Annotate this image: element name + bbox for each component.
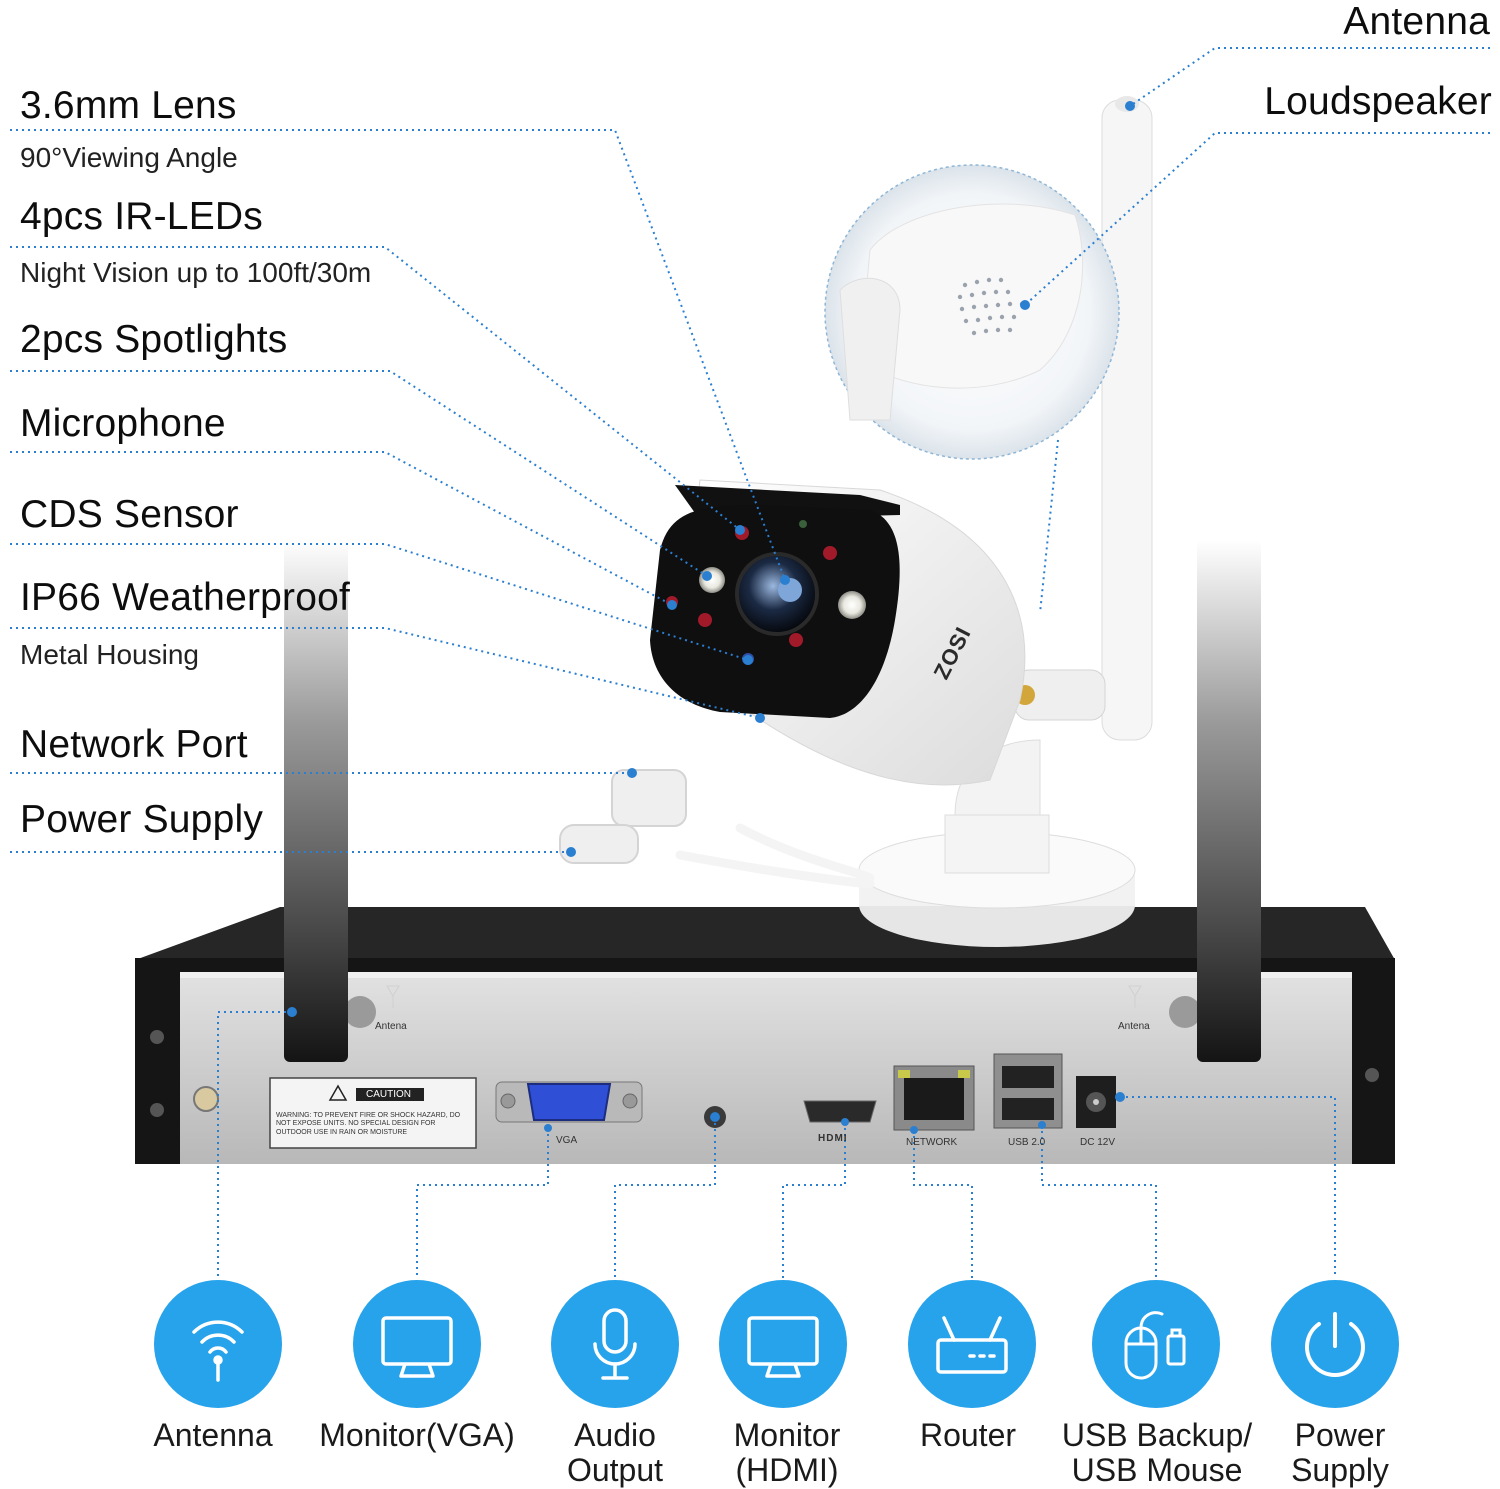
monitor-icon	[381, 1316, 453, 1378]
monitor-icon	[747, 1316, 819, 1378]
leader-endpoints	[287, 101, 1135, 1134]
microphone-icon	[593, 1308, 637, 1380]
port-circle-monitor-vga	[353, 1280, 481, 1408]
antenna-mark-right: Antena	[1118, 1021, 1150, 1032]
callout-ip66-sub: Metal Housing	[20, 639, 199, 670]
callout-lens-title: 3.6mm Lens	[20, 84, 237, 127]
caution-title: CAUTION	[366, 1089, 411, 1100]
port-circle-monitor-hdmi	[719, 1280, 847, 1408]
callout-cds-title: CDS Sensor	[20, 493, 239, 536]
callout-loudspeaker-title: Loudspeaker	[1264, 80, 1492, 123]
port-label-router: Router	[919, 1417, 1017, 1453]
callout-microphone-title: Microphone	[20, 402, 226, 445]
port-circle-power	[1271, 1280, 1399, 1408]
power-icon	[1305, 1312, 1365, 1377]
port-usb-label: USB 2.0	[1008, 1137, 1046, 1148]
antenna-icon	[192, 1320, 244, 1382]
port-dc-label: DC 12V	[1080, 1137, 1116, 1148]
callout-antenna-title: Antenna	[1343, 0, 1490, 43]
port-circle-antenna	[154, 1280, 282, 1408]
speaker-grille	[957, 277, 1025, 336]
callout-lens-sub: 90°Viewing Angle	[20, 142, 238, 173]
callout-spotlights-title: 2pcs Spotlights	[20, 318, 288, 361]
camera-antenna	[1014, 96, 1153, 741]
antenna-mark-left: Antena	[375, 1021, 407, 1032]
callout-power-title: Power Supply	[20, 798, 264, 841]
port-label-antenna: Antenna	[153, 1417, 273, 1453]
leader-lines	[10, 47, 1490, 1278]
callout-ir-title: 4pcs IR-LEDs	[20, 195, 263, 238]
nvr-antennas	[284, 540, 1261, 1062]
callout-ir-sub: Night Vision up to 100ft/30m	[20, 257, 372, 288]
loudspeaker-magnifier	[824, 164, 1120, 460]
router-icon	[936, 1316, 1008, 1374]
port-label-power-supply: Power Supply	[1291, 1417, 1389, 1488]
port-circle-router	[908, 1280, 1036, 1408]
port-vga-label: VGA	[556, 1135, 578, 1146]
port-circle-usb	[1092, 1280, 1220, 1408]
port-label-audio-output: Audio Output	[566, 1417, 664, 1488]
usb-mouse-icon	[1124, 1311, 1186, 1380]
port-label-monitor-hdmi: Monitor (HDMI)	[733, 1417, 841, 1488]
camera-cables	[559, 769, 875, 889]
camera-mount	[858, 739, 1136, 947]
port-circle-audio	[551, 1280, 679, 1408]
port-label-usb: USB Backup/ USB Mouse	[1061, 1417, 1253, 1488]
callout-network-title: Network Port	[20, 723, 248, 766]
callout-ip66-title: IP66 Weatherproof	[20, 576, 351, 619]
port-network-label: NETWORK	[906, 1137, 958, 1148]
port-hdmi-label: HDMI	[818, 1133, 848, 1144]
port-label-monitor-vga: Monitor(VGA)	[319, 1417, 515, 1453]
caution-text: WARNING: TO PREVENT FIRE OR SHOCK HAZARD…	[276, 1112, 461, 1136]
